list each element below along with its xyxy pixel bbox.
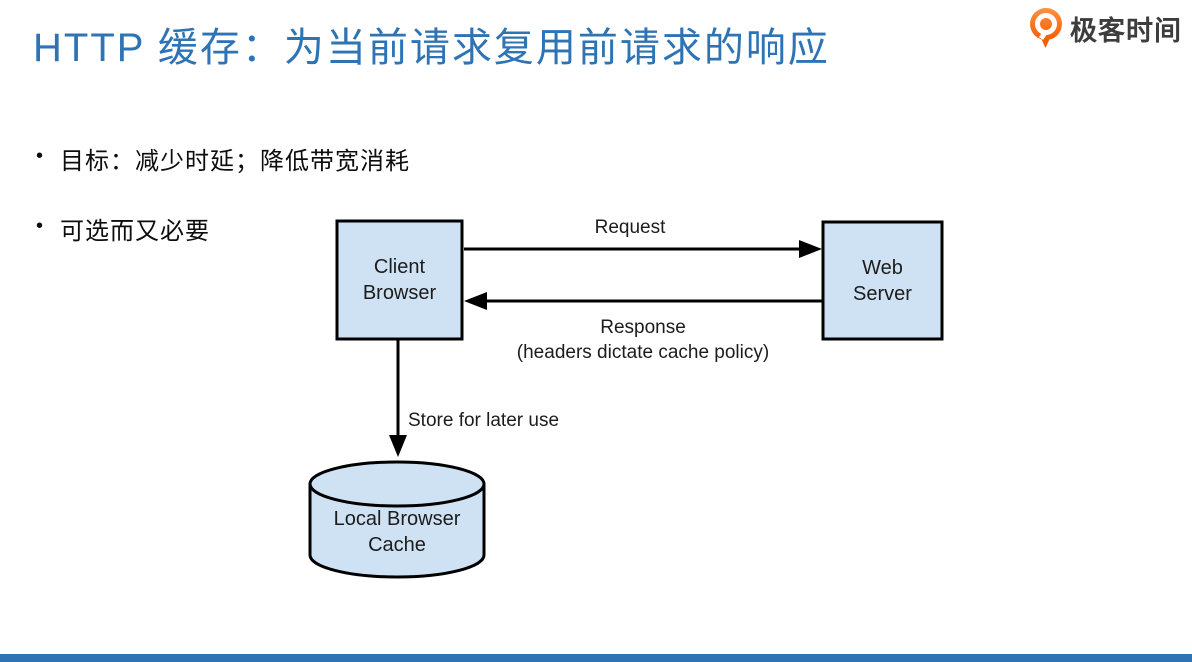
client-browser-label: Client Browser bbox=[362, 256, 437, 304]
local-browser-cache-label: Local Browser Cache bbox=[333, 508, 461, 556]
response-cache-policy-note: (headers dictate cache policy) bbox=[516, 342, 770, 363]
bullet-marker: • bbox=[36, 215, 45, 237]
bullet-item: • 目标：减少时延；降低带宽消耗 bbox=[36, 141, 410, 176]
cache-cylinder-top bbox=[308, 460, 486, 508]
request-arrow-label: Request bbox=[594, 217, 666, 238]
client-browser-box bbox=[335, 219, 464, 341]
request-arrowhead-icon bbox=[799, 240, 822, 258]
response-arrowhead-icon bbox=[464, 292, 487, 310]
page-title: HTTP 缓存：为当前请求复用前请求的响应 bbox=[33, 26, 830, 70]
bullet-item: • 可选而又必要 bbox=[36, 211, 210, 246]
response-arrow-label: Response bbox=[600, 317, 686, 338]
bullet-text-optional: 可选而又必要 bbox=[60, 218, 211, 245]
store-arrow-label: Store for later use bbox=[408, 410, 560, 431]
brand-name: 极客时间 bbox=[1070, 15, 1182, 46]
store-arrowhead-icon bbox=[389, 435, 407, 457]
brand-logo: 极客时间 bbox=[1028, 7, 1182, 49]
geektime-logo-icon bbox=[1028, 7, 1064, 49]
bullet-marker: • bbox=[36, 145, 45, 167]
web-server-label: Web Server bbox=[853, 256, 912, 305]
footer-accent-bar bbox=[0, 654, 1192, 662]
cache-cylinder-body bbox=[308, 482, 486, 579]
bullet-text-goal: 目标：减少时延；降低带宽消耗 bbox=[60, 148, 411, 175]
web-server-box bbox=[821, 220, 944, 341]
